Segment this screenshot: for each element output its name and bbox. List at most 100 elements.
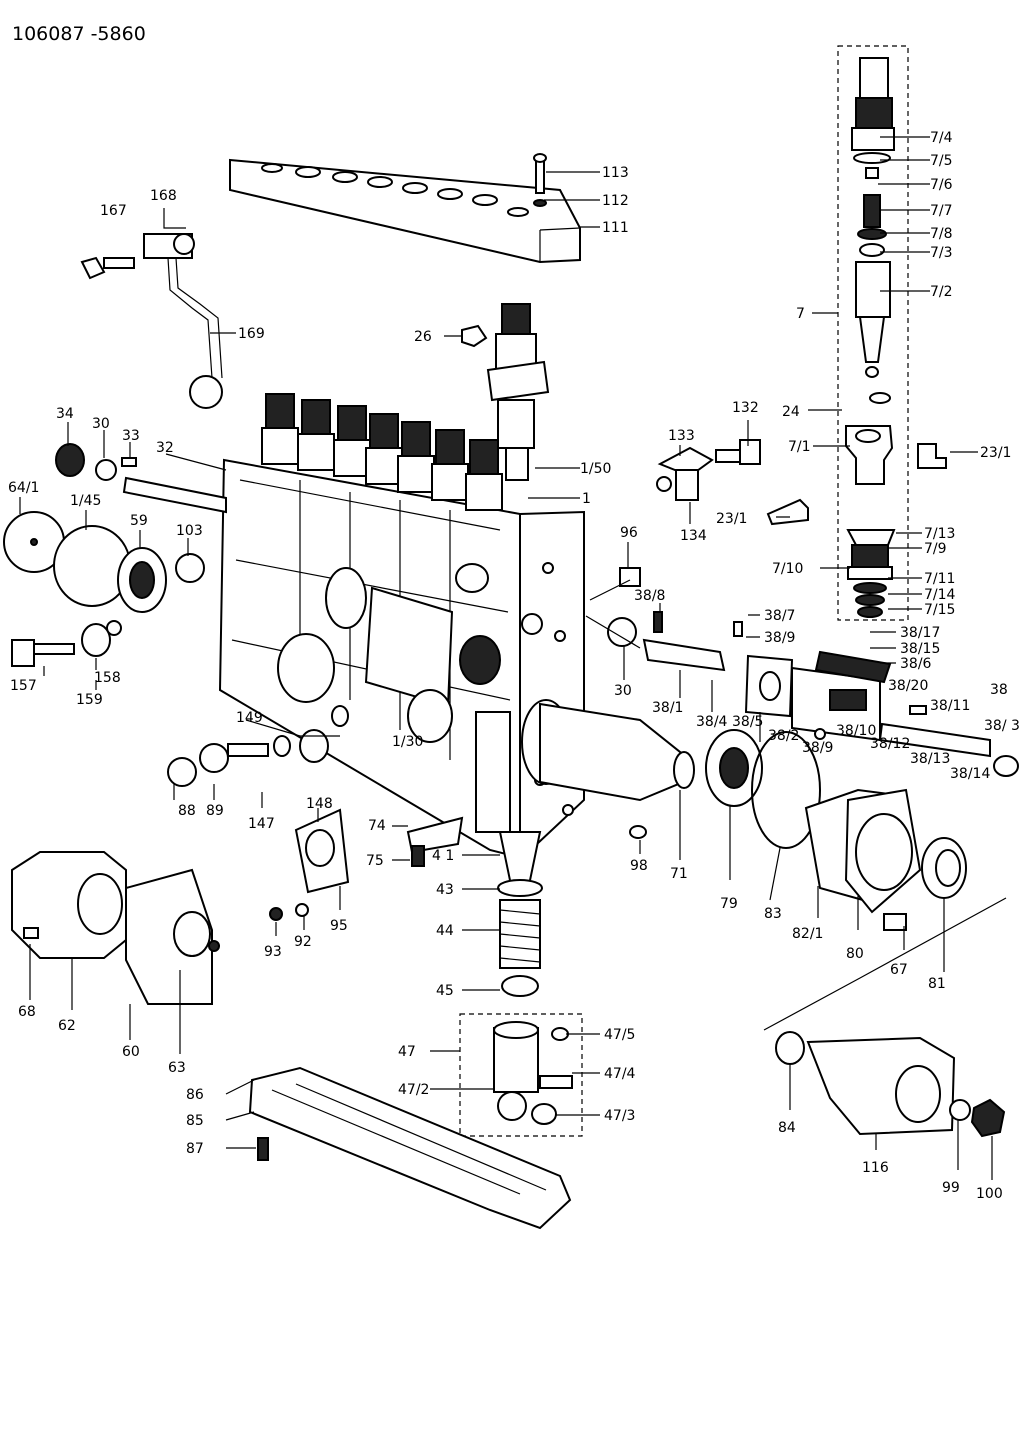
label-132: 132: [732, 400, 759, 416]
bearing-cover-80: [804, 788, 922, 931]
label-99: 99: [942, 1180, 960, 1196]
label-1-50: 1/50: [580, 461, 611, 477]
label-83: 83: [764, 906, 782, 922]
label-1: 1: [582, 491, 591, 507]
label-38-14: 38/14: [950, 766, 990, 782]
label-133: 133: [668, 428, 695, 444]
bottom-cover-86: [248, 1066, 572, 1230]
bracket-133: [656, 439, 761, 501]
label-38-4: 38/4: [696, 714, 728, 730]
roller-tappet-47: [459, 1013, 583, 1137]
label-64-1: 64/1: [8, 480, 39, 496]
label-96: 96: [620, 525, 638, 541]
small-parts-left: [167, 705, 647, 921]
label-38-17: 38/17: [900, 625, 940, 641]
label-45: 45: [436, 983, 454, 999]
pump-elements-row: [261, 393, 503, 511]
label-111: 111: [602, 220, 629, 236]
label-63: 63: [168, 1060, 186, 1076]
label-7-7: 7/7: [930, 203, 953, 219]
label-38-5: 38/5: [732, 714, 763, 730]
label-38: 38: [990, 682, 1008, 698]
label-38-2: 38/2: [768, 728, 799, 744]
screw-113: [533, 153, 547, 207]
callout-labels: 7/4 7/5 7/6 7/7 7/8 7/3 7/2 7 113 112 11…: [8, 130, 1020, 1202]
banjo-line-169: [80, 233, 223, 409]
label-68: 68: [18, 1004, 36, 1020]
label-71: 71: [670, 866, 688, 882]
label-1-30: 1/30: [392, 734, 423, 750]
label-38-13: 38/13: [910, 751, 950, 767]
label-1-45: 1/45: [70, 493, 101, 509]
valve-holder-raised: [461, 303, 550, 481]
label-7-15: 7/15: [924, 602, 955, 618]
camshaft-71: [521, 699, 695, 802]
label-38-7: 38/7: [764, 608, 795, 624]
label-159: 159: [76, 692, 103, 708]
document-number: 106087 -5860: [12, 23, 146, 45]
label-7: 7: [796, 306, 805, 322]
label-38-20: 38/20: [888, 678, 928, 694]
label-80: 80: [846, 946, 864, 962]
label-23-1-right: 23/1: [980, 445, 1011, 461]
cover-plate-111: [229, 158, 581, 264]
label-147: 147: [248, 816, 275, 832]
label-38-11: 38/11: [930, 698, 970, 714]
label-23-1-left: 23/1: [716, 511, 747, 527]
label-32: 32: [156, 440, 174, 456]
label-157: 157: [10, 678, 37, 694]
label-79: 79: [720, 896, 738, 912]
label-44: 44: [436, 923, 454, 939]
label-24: 24: [782, 404, 800, 420]
label-98: 98: [630, 858, 648, 874]
tappet-assembly: [497, 831, 543, 997]
label-7-13: 7/13: [924, 526, 955, 542]
pump-housing-1: [218, 458, 585, 860]
bearing-79: [705, 729, 763, 807]
label-7-8: 7/8: [930, 226, 953, 242]
bracket-23-1: [766, 443, 947, 526]
label-67: 67: [890, 962, 908, 978]
label-41: 4 1: [432, 848, 454, 864]
label-95: 95: [330, 918, 348, 934]
label-7-5: 7/5: [930, 153, 953, 169]
label-47: 47: [398, 1044, 416, 1060]
label-149: 149: [236, 710, 263, 726]
label-116: 116: [862, 1160, 889, 1176]
label-134: 134: [680, 528, 707, 544]
label-60: 60: [122, 1044, 140, 1060]
label-62: 62: [58, 1018, 76, 1034]
label-7-2: 7/2: [930, 284, 953, 300]
label-82-1: 82/1: [792, 926, 823, 942]
adapter-housing-62: [11, 851, 220, 1005]
label-30-top: 30: [92, 416, 110, 432]
label-81: 81: [928, 976, 946, 992]
label-30-right: 30: [614, 683, 632, 699]
label-7-11: 7/11: [924, 571, 955, 587]
label-7-9: 7/9: [924, 541, 947, 557]
label-93: 93: [264, 944, 282, 960]
label-38-9-bottom: 38/9: [802, 740, 833, 756]
label-113: 113: [602, 165, 629, 181]
label-112: 112: [602, 193, 629, 209]
label-74: 74: [368, 818, 386, 834]
control-linkage-38: [642, 611, 1019, 777]
label-38-1: 38/1: [652, 700, 683, 716]
label-47-4: 47/4: [604, 1066, 636, 1082]
housing-116: [775, 1031, 1006, 1138]
label-75: 75: [366, 853, 384, 869]
label-47-2: 47/2: [398, 1082, 429, 1098]
label-38-8: 38/8: [634, 588, 665, 604]
label-7-1: 7/1: [788, 439, 811, 455]
label-47-5: 47/5: [604, 1027, 635, 1043]
label-59: 59: [130, 513, 148, 529]
label-7-6: 7/6: [930, 177, 953, 193]
label-87: 87: [186, 1141, 204, 1157]
label-148: 148: [306, 796, 333, 812]
label-34: 34: [56, 406, 74, 422]
leader-lines: [19, 136, 1007, 1180]
label-86: 86: [186, 1087, 204, 1103]
label-38-10: 38/10: [836, 723, 876, 739]
